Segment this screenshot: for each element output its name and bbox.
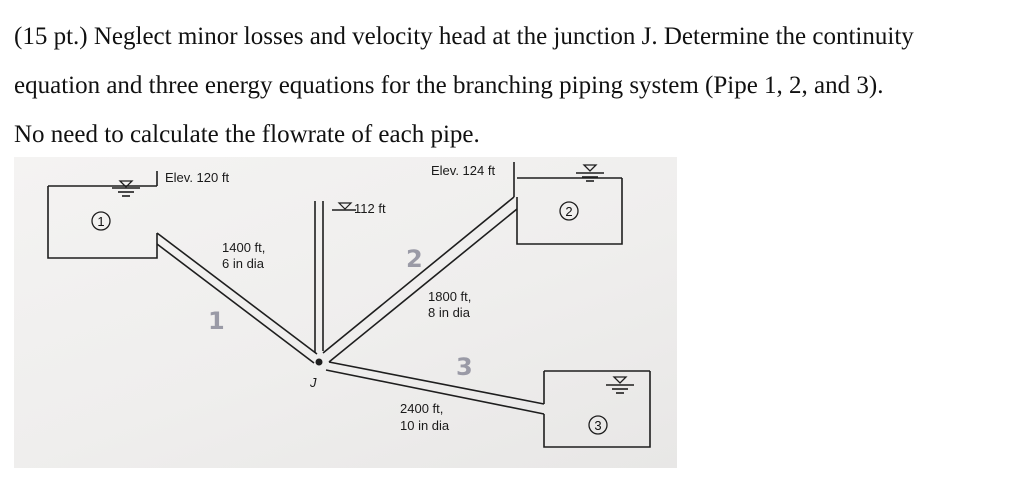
svg-text:1: 1: [97, 214, 104, 229]
pipe-diagram-photo: 1 Elev. 120 ft 1400 ft, 6 in dia 1 112 f…: [14, 157, 677, 468]
svg-text:2: 2: [565, 204, 572, 219]
reservoir-2-elevation: Elev. 124 ft: [431, 163, 495, 178]
problem-line-1: (15 pt.) Neglect minor losses and veloci…: [14, 23, 914, 50]
pipe-3: [325, 361, 545, 415]
pipe-1-length: 1400 ft,: [222, 240, 265, 255]
reservoir-2-number: 2: [559, 201, 579, 221]
standpipe-level: 112 ft: [354, 201, 386, 216]
reservoir-1: [47, 171, 158, 259]
pipe-3-diameter: 10 in dia: [400, 418, 450, 433]
problem-line-2: equation and three energy equations for …: [14, 72, 884, 99]
pipe-2-handwritten-label: 2: [406, 245, 423, 273]
water-level-symbol-3: [606, 376, 634, 394]
standpipe-level-symbol: [332, 202, 356, 211]
standpipe: [314, 201, 324, 353]
pipe-3-length: 2400 ft,: [400, 401, 443, 416]
water-level-symbol-1: [112, 180, 140, 197]
reservoir-1-elevation: Elev. 120 ft: [165, 170, 229, 185]
reservoir-3: [543, 370, 651, 448]
pipe-2-diameter: 8 in dia: [428, 305, 471, 320]
junction-label: J: [309, 375, 317, 390]
problem-statement: (15 pt.) Neglect minor losses and veloci…: [14, 12, 914, 159]
pipe-diagram: 1 Elev. 120 ft 1400 ft, 6 in dia 1 112 f…: [47, 162, 651, 448]
pipe-3-handwritten-label: 3: [456, 353, 473, 381]
junction-point: [315, 358, 323, 366]
reservoir-3-number: 3: [588, 415, 608, 435]
pipe-1: [156, 232, 318, 364]
pipe-1-handwritten-label: 1: [208, 307, 225, 335]
pipe-1-diameter: 6 in dia: [222, 256, 265, 271]
reservoir-1-number: 1: [91, 211, 111, 231]
reservoir-2: [513, 162, 623, 245]
water-level-symbol-2: [576, 164, 604, 182]
problem-line-3: No need to calculate the flowrate of eac…: [14, 121, 480, 148]
svg-text:3: 3: [594, 418, 601, 433]
pipe-2-length: 1800 ft,: [428, 289, 471, 304]
pipe-2: [322, 196, 518, 363]
